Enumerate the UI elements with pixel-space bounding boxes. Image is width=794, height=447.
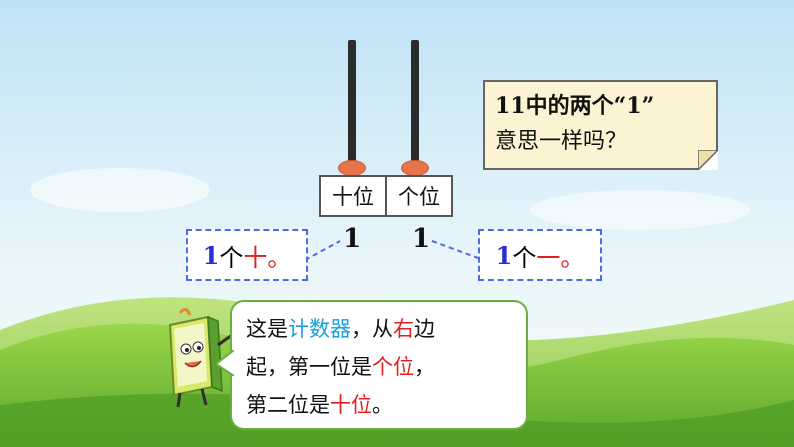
ones-meaning-number: 1 (496, 241, 513, 270)
ones-meaning-box: 1 个 一 。 (478, 229, 602, 281)
bubble-tail (216, 350, 234, 376)
question-line-1: 11中的两个“1” (495, 88, 706, 124)
bubble-highlight-counter: 计数器 (288, 317, 351, 341)
bubble-text: 第二位是 (246, 393, 330, 417)
tens-place-label: 十位 (321, 177, 385, 215)
ones-meaning-period: 。 (560, 238, 584, 273)
tens-meaning-unit: 十 (243, 238, 267, 273)
ones-digit: 1 (412, 224, 430, 254)
tens-meaning-box: 1 个 十 。 (186, 229, 308, 281)
ones-rod (411, 40, 419, 170)
tens-meaning-number: 1 (203, 241, 220, 270)
bubble-line-2: 起，第一位是个位， (246, 348, 512, 386)
question-note: 11中的两个“1” 意思一样吗？ (483, 80, 718, 170)
bubble-text: ， (414, 355, 435, 379)
bubble-line-3: 第二位是十位。 (246, 386, 512, 424)
place-value-labels: 十位 个位 (319, 175, 453, 217)
tens-meaning-measure: 个 (219, 238, 243, 273)
tens-rod (348, 40, 356, 170)
bubble-text: 这是 (246, 317, 288, 341)
question-line-2: 意思一样吗？ (495, 124, 706, 160)
ones-bead (401, 160, 429, 176)
bubble-text: 边 (414, 317, 435, 341)
bubble-text: 。 (372, 393, 393, 417)
bubble-highlight-right: 右 (393, 317, 414, 341)
explanation-bubble: 这是计数器，从右边 起，第一位是个位， 第二位是十位。 (230, 300, 528, 430)
tens-bead (338, 160, 366, 176)
bubble-highlight-tens: 十位 (330, 393, 372, 417)
bubble-text: ，从 (351, 317, 393, 341)
ones-place-label: 个位 (385, 177, 451, 215)
tens-digit: 1 (343, 224, 361, 254)
bubble-text: 起，第一位是 (246, 355, 372, 379)
ones-meaning-unit: 一 (536, 238, 560, 273)
bubble-line-1: 这是计数器，从右边 (246, 310, 512, 348)
bubble-highlight-ones: 个位 (372, 355, 414, 379)
ones-meaning-measure: 个 (512, 238, 536, 273)
note-folded-corner (698, 150, 718, 170)
tens-meaning-period: 。 (267, 238, 291, 273)
